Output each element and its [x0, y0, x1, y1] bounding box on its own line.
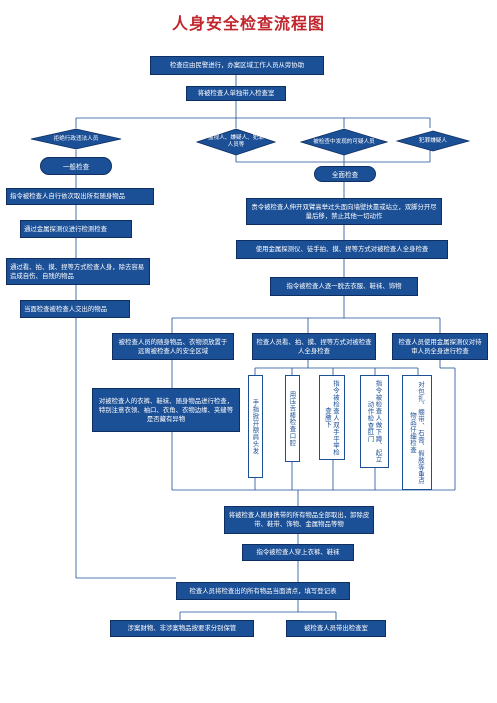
check-scalp: 手指掀开额肩头发 — [248, 375, 263, 478]
step-metal-detector: 通过金属探测仪进行检测检查 — [20, 220, 132, 238]
step-items-safe-area: 被检查人员的随身物品、衣物须放置于远离被检查人的安全区域 — [112, 333, 234, 360]
decision-criminal-suspect: 犯罪嫌疑人 — [396, 130, 470, 152]
decision-criminal-suspect-label: 犯罪嫌疑人 — [419, 137, 447, 144]
step-clothes-inspection: 对被检查人的衣裤、鞋袜、随身物品进行检查，特别注意衣领、袖口、衣角、衣物边缘、夹… — [92, 388, 240, 432]
decision-suspects: 监视人、嫌疑人、犯罪人员等 — [196, 128, 276, 156]
step-remove-all-items: 将被检查人随身携带的所有物品全部取出，卸除皮带、鞋带、饰物、金属物品等物 — [224, 506, 374, 534]
decision-suspicious: 被检查中发现的可疑人员 — [300, 128, 388, 156]
step-detector-full-check: 检查人员使用金属探测仪对待审人员全身进行检查 — [392, 333, 488, 360]
decision-administrative-label: 拒绝行政违法人员 — [53, 135, 99, 142]
step-body-check: 通过看、拍、摸、捏等方式检查人身，除去容易造成自伤、自残的物品 — [6, 258, 150, 285]
step-check-items: 当面检查被检查人交出的物品 — [20, 300, 130, 318]
step-manual-full-check: 检查人员看、拍、摸、捏等方式对被检查人全身检查 — [252, 333, 376, 360]
step-undress: 指令被检查人逐一脱去衣服、鞋袜、饰物 — [270, 277, 418, 296]
step-conduct-by-police: 检查应由民警进行，办案区域工作人员从旁协助 — [150, 56, 324, 75]
page-title: 人身安全检查流程图 — [171, 14, 325, 33]
full-check-node: 全面检查 — [314, 166, 376, 182]
step-store-property: 涉案财物、非涉案物品按要求分别保管 — [110, 620, 254, 637]
step-dress-again: 指令被检查人穿上衣裤、鞋袜 — [242, 544, 354, 561]
step-full-body-scan: 使用金属探测仪、徒手拍、摸、捏等方式对被检查人全身检查 — [236, 240, 448, 259]
check-mouth: 用压舌棒检查口腔 — [285, 375, 300, 462]
check-bandages: 对包扎、绷带、石膏、假肢等重点物品仔细检查 — [402, 375, 432, 490]
step-count-and-register: 检查人员将检查出的所有物品当面清点，填写登记表 — [176, 582, 350, 600]
step-hands-up: 责令被检查人伸开双臂高举过头面向墙壁扶靠或站立，双脚分开尽量后移，禁止其他一切动… — [246, 198, 442, 225]
decision-suspects-label: 监视人、嫌疑人、犯罪人员等 — [208, 135, 264, 148]
decision-administrative: 拒绝行政违法人员 — [30, 128, 122, 150]
step-take-out: 被检查人员带出检查室 — [286, 620, 386, 637]
check-armpits: 指令被检查人双手平举检查腋下 — [319, 375, 345, 460]
check-squat: 指令被检查人做下蹲、起立动作检查肛门 — [360, 375, 389, 468]
decision-suspicious-label: 被检查中发现的可疑人员 — [313, 138, 375, 145]
general-check-node: 一般检查 — [40, 157, 112, 175]
step-bring-to-room: 将被检查人单独带入检查室 — [186, 86, 286, 101]
step-self-remove-items: 指令被检查人自行依次取出所有随身物品 — [6, 188, 154, 205]
